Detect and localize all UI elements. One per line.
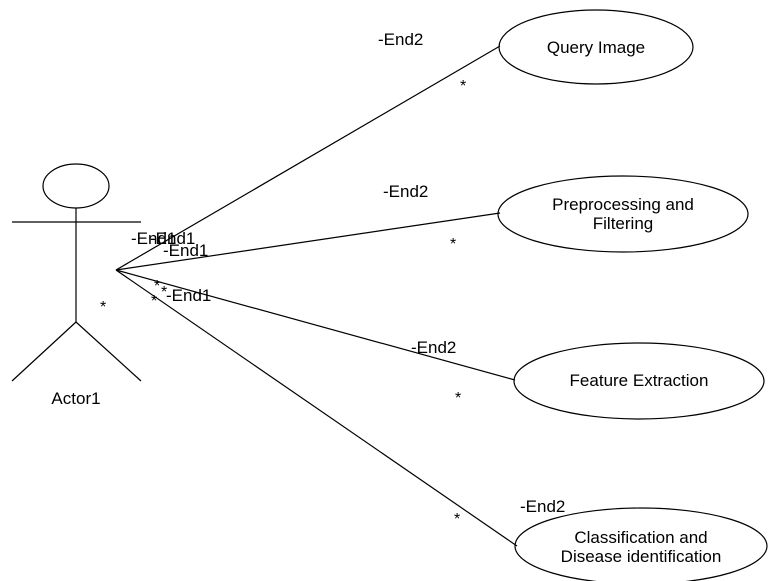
end2-multiplicity: * (454, 511, 460, 528)
actor-name: Actor1 (51, 389, 100, 408)
actor-head (42, 163, 110, 209)
use-case-ellipse (513, 342, 765, 420)
use-case-label-line2: Filtering (593, 214, 653, 233)
use-case-label: Query Image (547, 38, 645, 57)
use-case-ellipse (498, 9, 694, 85)
actor-right-leg (75, 321, 142, 382)
use-case-label: Feature Extraction (570, 371, 709, 390)
end1-role-label: -End1 (131, 229, 176, 248)
end1-role-label: -End1 (166, 286, 211, 305)
end2-role-label: -End2 (378, 30, 423, 49)
use-case-feature-extraction[interactable]: Feature Extraction (513, 342, 765, 420)
end2-role-label: -End2 (520, 497, 565, 516)
use-case-query-image[interactable]: Query Image (498, 9, 694, 85)
use-case-classification-disease[interactable]: Classification and Disease identificatio… (514, 507, 768, 581)
end1-role-label: -End1 (150, 229, 195, 248)
end2-role-label: -End2 (383, 182, 428, 201)
end2-role-label: -End2 (411, 338, 456, 357)
actor[interactable]: Actor1 (11, 163, 142, 408)
association-line-classification[interactable] (115, 269, 518, 547)
use-case-preprocessing-filtering[interactable]: Preprocessing and Filtering (497, 175, 749, 253)
use-case-ellipse (497, 175, 749, 253)
end1-multiplicity: * (154, 278, 160, 295)
use-case-ellipse (514, 507, 768, 581)
association-line-query-image[interactable] (115, 45, 501, 271)
use-case-label-line1: Classification and (574, 528, 707, 547)
end2-multiplicity: * (455, 390, 461, 407)
association-line-feature-extraction[interactable] (115, 269, 516, 381)
end2-multiplicity: * (460, 78, 466, 95)
end1-role-label: -End1 (163, 241, 208, 260)
end1-multiplicity: * (161, 284, 167, 301)
end1-multiplicity: * (100, 299, 106, 316)
use-case-label-line1: Preprocessing and (552, 195, 694, 214)
use-case-label-line2: Disease identification (561, 547, 722, 566)
end2-multiplicity: * (450, 236, 456, 253)
association-line-preprocessing[interactable] (115, 212, 501, 271)
end1-multiplicity: * (151, 293, 157, 310)
actor-left-leg (11, 321, 77, 382)
